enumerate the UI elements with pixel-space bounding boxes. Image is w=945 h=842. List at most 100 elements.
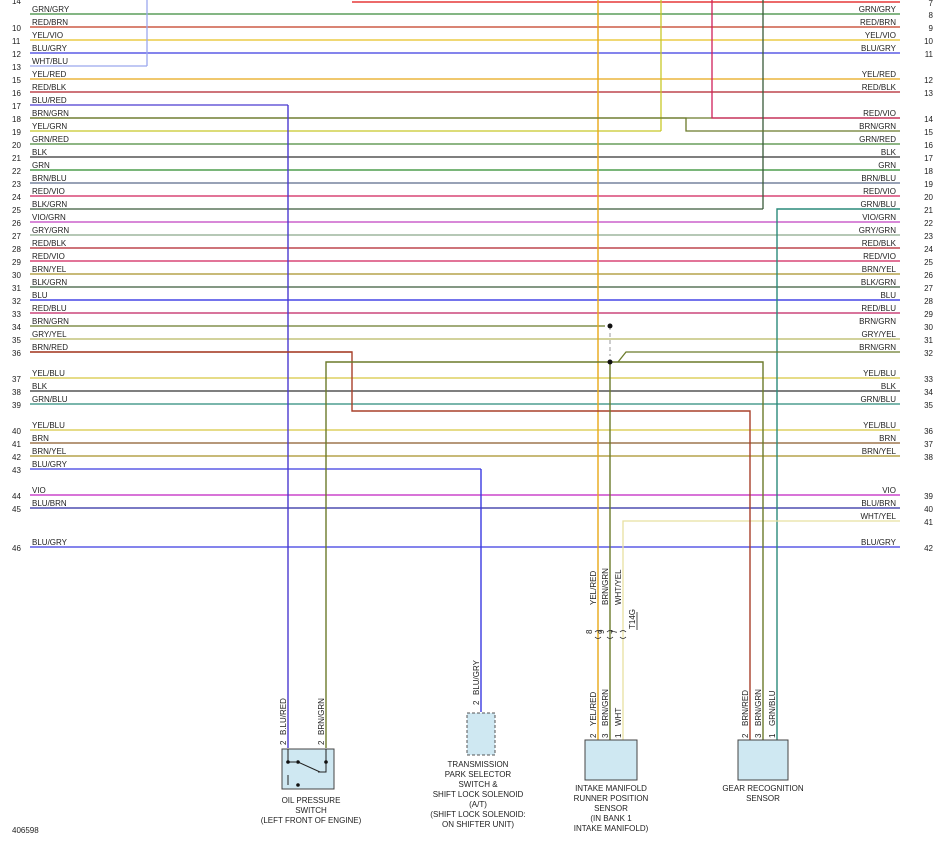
right-row-number: 38: [924, 453, 933, 462]
brn-grn-32: [617, 351, 900, 363]
left-row-number: 19: [12, 128, 21, 137]
left-row-label: BRN/BLU: [32, 174, 67, 183]
left-row-label: YEL/VIO: [32, 31, 63, 40]
left-row-number: 29: [12, 258, 21, 267]
left-row-label: RED/BLU: [32, 304, 67, 313]
right-row-label: RED/VIO: [863, 109, 896, 118]
transmission-switch-body: [466, 712, 496, 756]
left-row-number: 28: [12, 245, 21, 254]
left-row-number: 20: [12, 141, 21, 150]
left-row-number: 45: [12, 505, 21, 514]
right-row-number: 35: [924, 401, 933, 410]
left-row-label: VIO/GRN: [32, 213, 66, 222]
right-row-number: 7: [929, 0, 934, 8]
right-row-label: YEL/RED: [862, 70, 896, 79]
pin-number: 2: [279, 740, 288, 745]
right-row-number: 13: [924, 89, 933, 98]
inline-connector-pin: [594, 630, 602, 639]
pin-number: 3: [601, 733, 610, 738]
left-row-number: 13: [12, 63, 21, 72]
splice-dot: [607, 323, 613, 329]
pin-number: 2: [589, 733, 598, 738]
left-row-label: YEL/BLU: [32, 421, 65, 430]
right-row-number: 34: [924, 388, 933, 397]
inline-pin-number: 7: [610, 629, 619, 634]
component-wire-label: BRN/GRN: [601, 689, 610, 726]
left-row-label: RED/BLK: [32, 239, 67, 248]
component-wire-label: GRN/BLU: [768, 690, 777, 726]
right-row-number: 32: [924, 349, 933, 358]
inline-connector-pin: [606, 630, 614, 639]
right-row-label: GRN/RED: [859, 135, 896, 144]
right-row-number: 33: [924, 375, 933, 384]
pin-number: 2: [472, 700, 481, 705]
right-row-label: BRN/GRN: [859, 343, 896, 352]
inline-pin-number: 9: [597, 629, 606, 634]
left-row-label: BLU/GRY: [32, 44, 68, 53]
left-row-label: BLK: [32, 382, 48, 391]
right-row-label: BLU: [880, 291, 896, 300]
right-row-number: 37: [924, 440, 933, 449]
pin-number: 2: [317, 740, 326, 745]
left-row-number: 39: [12, 401, 21, 410]
switch-node: [286, 760, 290, 764]
splice-dot: [607, 359, 613, 365]
left-row-number: 16: [12, 89, 21, 98]
left-row-label: RED/BLK: [32, 83, 67, 92]
right-row-label: BRN/GRN: [859, 122, 896, 131]
left-row-label: GRN: [32, 161, 50, 170]
left-row-label: GRN/GRY: [32, 5, 70, 14]
right-row-label: GRN/BLU: [860, 200, 896, 209]
right-row-number: 20: [924, 193, 933, 202]
component-wire-label: BRN/GRN: [317, 698, 326, 735]
right-row-number: 42: [924, 544, 933, 553]
figure-id: 406598: [12, 826, 39, 835]
left-row-label: GRN/RED: [32, 135, 69, 144]
left-row-label: BLU/RED: [32, 96, 67, 105]
grn-blu-drop: [776, 208, 900, 740]
left-row-number: 23: [12, 180, 21, 189]
brn-grn-jog: [30, 117, 900, 132]
left-row-label: BLU/GRY: [32, 460, 68, 469]
right-row-label: YEL/VIO: [865, 31, 896, 40]
switch-blade: [297, 761, 321, 773]
left-row-label: GRY/YEL: [32, 330, 67, 339]
right-row-number: 23: [924, 232, 933, 241]
left-row-number: 40: [12, 427, 21, 436]
switch-node: [324, 760, 328, 764]
left-row-label: BLU/GRY: [32, 538, 68, 547]
switch-node: [296, 760, 300, 764]
left-row-label: WHT/BLU: [32, 57, 68, 66]
right-row-number: 18: [924, 167, 933, 176]
right-row-label: RED/BLK: [862, 83, 897, 92]
right-row-label: BRN: [879, 434, 896, 443]
right-row-label: GRY/YEL: [861, 330, 896, 339]
right-row-number: 26: [924, 271, 933, 280]
right-row-label: VIO/GRN: [862, 213, 896, 222]
right-row-number: 39: [924, 492, 933, 501]
left-row-number: 33: [12, 310, 21, 319]
right-row-label: BRN/GRN: [859, 317, 896, 326]
left-row-label: BRN/RED: [32, 343, 68, 352]
right-row-label: YEL/BLU: [863, 369, 896, 378]
left-row-label: BRN/GRN: [32, 317, 69, 326]
right-row-label: BRN/YEL: [862, 265, 897, 274]
left-row-number: 34: [12, 323, 21, 332]
right-row-label: RED/BRN: [860, 18, 896, 27]
left-row-number: 35: [12, 336, 21, 345]
component-wire-label: BLU/GRY: [472, 659, 481, 695]
left-row-number: 17: [12, 102, 21, 111]
oil-pressure-switch-body: [281, 748, 335, 790]
left-row-label: YEL/RED: [32, 70, 66, 79]
inline-wire-label: WHT/YEL: [614, 569, 623, 605]
right-row-label: BLU/GRY: [861, 44, 897, 53]
right-row-number: 12: [924, 76, 933, 85]
right-row-label: VIO: [882, 486, 896, 495]
right-row-number: 19: [924, 180, 933, 189]
right-row-label: BLK: [881, 148, 897, 157]
right-row-label: GRY/GRN: [859, 226, 896, 235]
component-wire-label: WHT: [614, 708, 623, 726]
